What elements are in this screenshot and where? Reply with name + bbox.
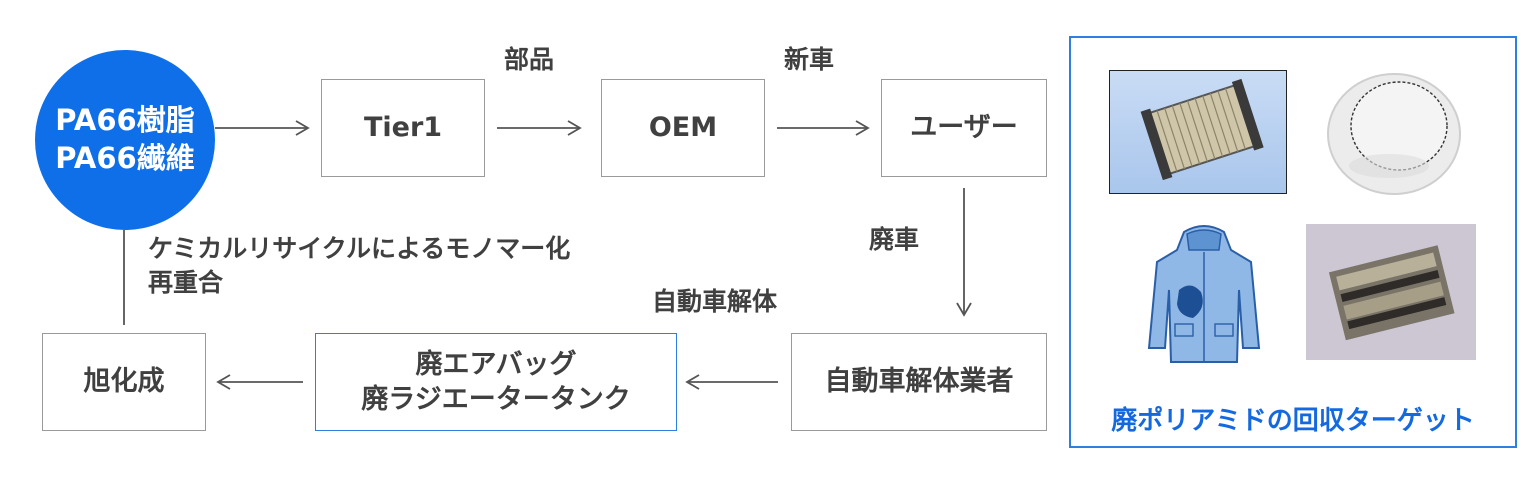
edge-label-scrap-car: 廃車 xyxy=(869,225,920,254)
edge-label-new-car: 新車 xyxy=(784,45,835,74)
dismantler-box: 自動車解体業者 xyxy=(791,333,1047,431)
panel-caption: 廃ポリアミドの回収ターゲット xyxy=(1111,406,1475,436)
asahi-label: 旭化成 xyxy=(83,366,165,398)
edge-label-parts: 部品 xyxy=(504,45,555,74)
oem-box: OEM xyxy=(601,79,765,177)
oem-label: OEM xyxy=(648,112,718,144)
radiator-image xyxy=(1109,70,1287,194)
recycle-note-line2: 再重合 xyxy=(148,267,224,297)
user-box: ユーザー xyxy=(881,79,1047,177)
source-circle: PA66樹脂 PA66繊維 xyxy=(35,50,215,230)
recycle-note: ケミカルリサイクルによるモノマー化 再重合 xyxy=(148,232,570,300)
recovery-target-panel: 廃ポリアミドの回収ターゲット xyxy=(1069,36,1517,448)
recycle-note-line1: ケミカルリサイクルによるモノマー化 xyxy=(148,234,571,263)
airbag-image xyxy=(1319,66,1469,198)
raincoat-image xyxy=(1139,220,1269,368)
dismantler-label: 自動車解体業者 xyxy=(824,366,1014,398)
edge-label-dismantling: 自動車解体 xyxy=(652,287,778,316)
carpet-mat-image xyxy=(1306,224,1476,360)
user-label: ユーザー xyxy=(910,112,1018,144)
tier1-label: Tier1 xyxy=(363,112,443,144)
source-label-line2: PA66繊維 xyxy=(55,141,195,175)
waste-label-line2: 廃ラジエータータンク xyxy=(361,384,631,415)
waste-box: 廃エアバッグ 廃ラジエータータンク xyxy=(315,333,677,431)
source-label-line1: PA66樹脂 xyxy=(55,103,195,138)
asahi-box: 旭化成 xyxy=(42,333,206,431)
waste-label-line1: 廃エアバッグ xyxy=(415,348,577,380)
tier1-box: Tier1 xyxy=(321,79,485,177)
